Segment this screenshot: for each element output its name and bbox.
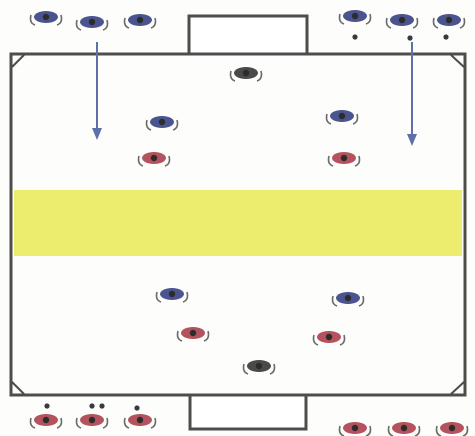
player-head — [89, 417, 95, 423]
ball-2 — [407, 35, 412, 40]
player-head — [43, 14, 49, 20]
goal-top — [189, 16, 307, 54]
player-head — [169, 291, 175, 297]
ball-4 — [44, 403, 49, 408]
central-zone — [14, 190, 462, 256]
ball-7 — [134, 405, 139, 410]
ball-3 — [443, 34, 448, 39]
player-head — [159, 119, 165, 125]
goal-bottom — [190, 395, 306, 429]
player-head — [89, 19, 95, 25]
ball-6 — [99, 403, 104, 408]
player-head — [449, 425, 455, 431]
player-head — [446, 17, 452, 23]
player-head — [243, 70, 249, 76]
player-head — [352, 13, 358, 19]
player-head — [256, 363, 262, 369]
player-head — [345, 295, 351, 301]
player-head — [352, 425, 358, 431]
player-head — [137, 417, 143, 423]
player-head — [401, 425, 407, 431]
player-head — [341, 155, 347, 161]
player-head — [151, 155, 157, 161]
player-head — [326, 334, 332, 340]
player-head — [399, 17, 405, 23]
ball-1 — [352, 34, 357, 39]
player-head — [137, 17, 143, 23]
player-head — [43, 417, 49, 423]
player-head — [339, 113, 345, 119]
ball-5 — [89, 403, 94, 408]
player-head — [190, 330, 196, 336]
